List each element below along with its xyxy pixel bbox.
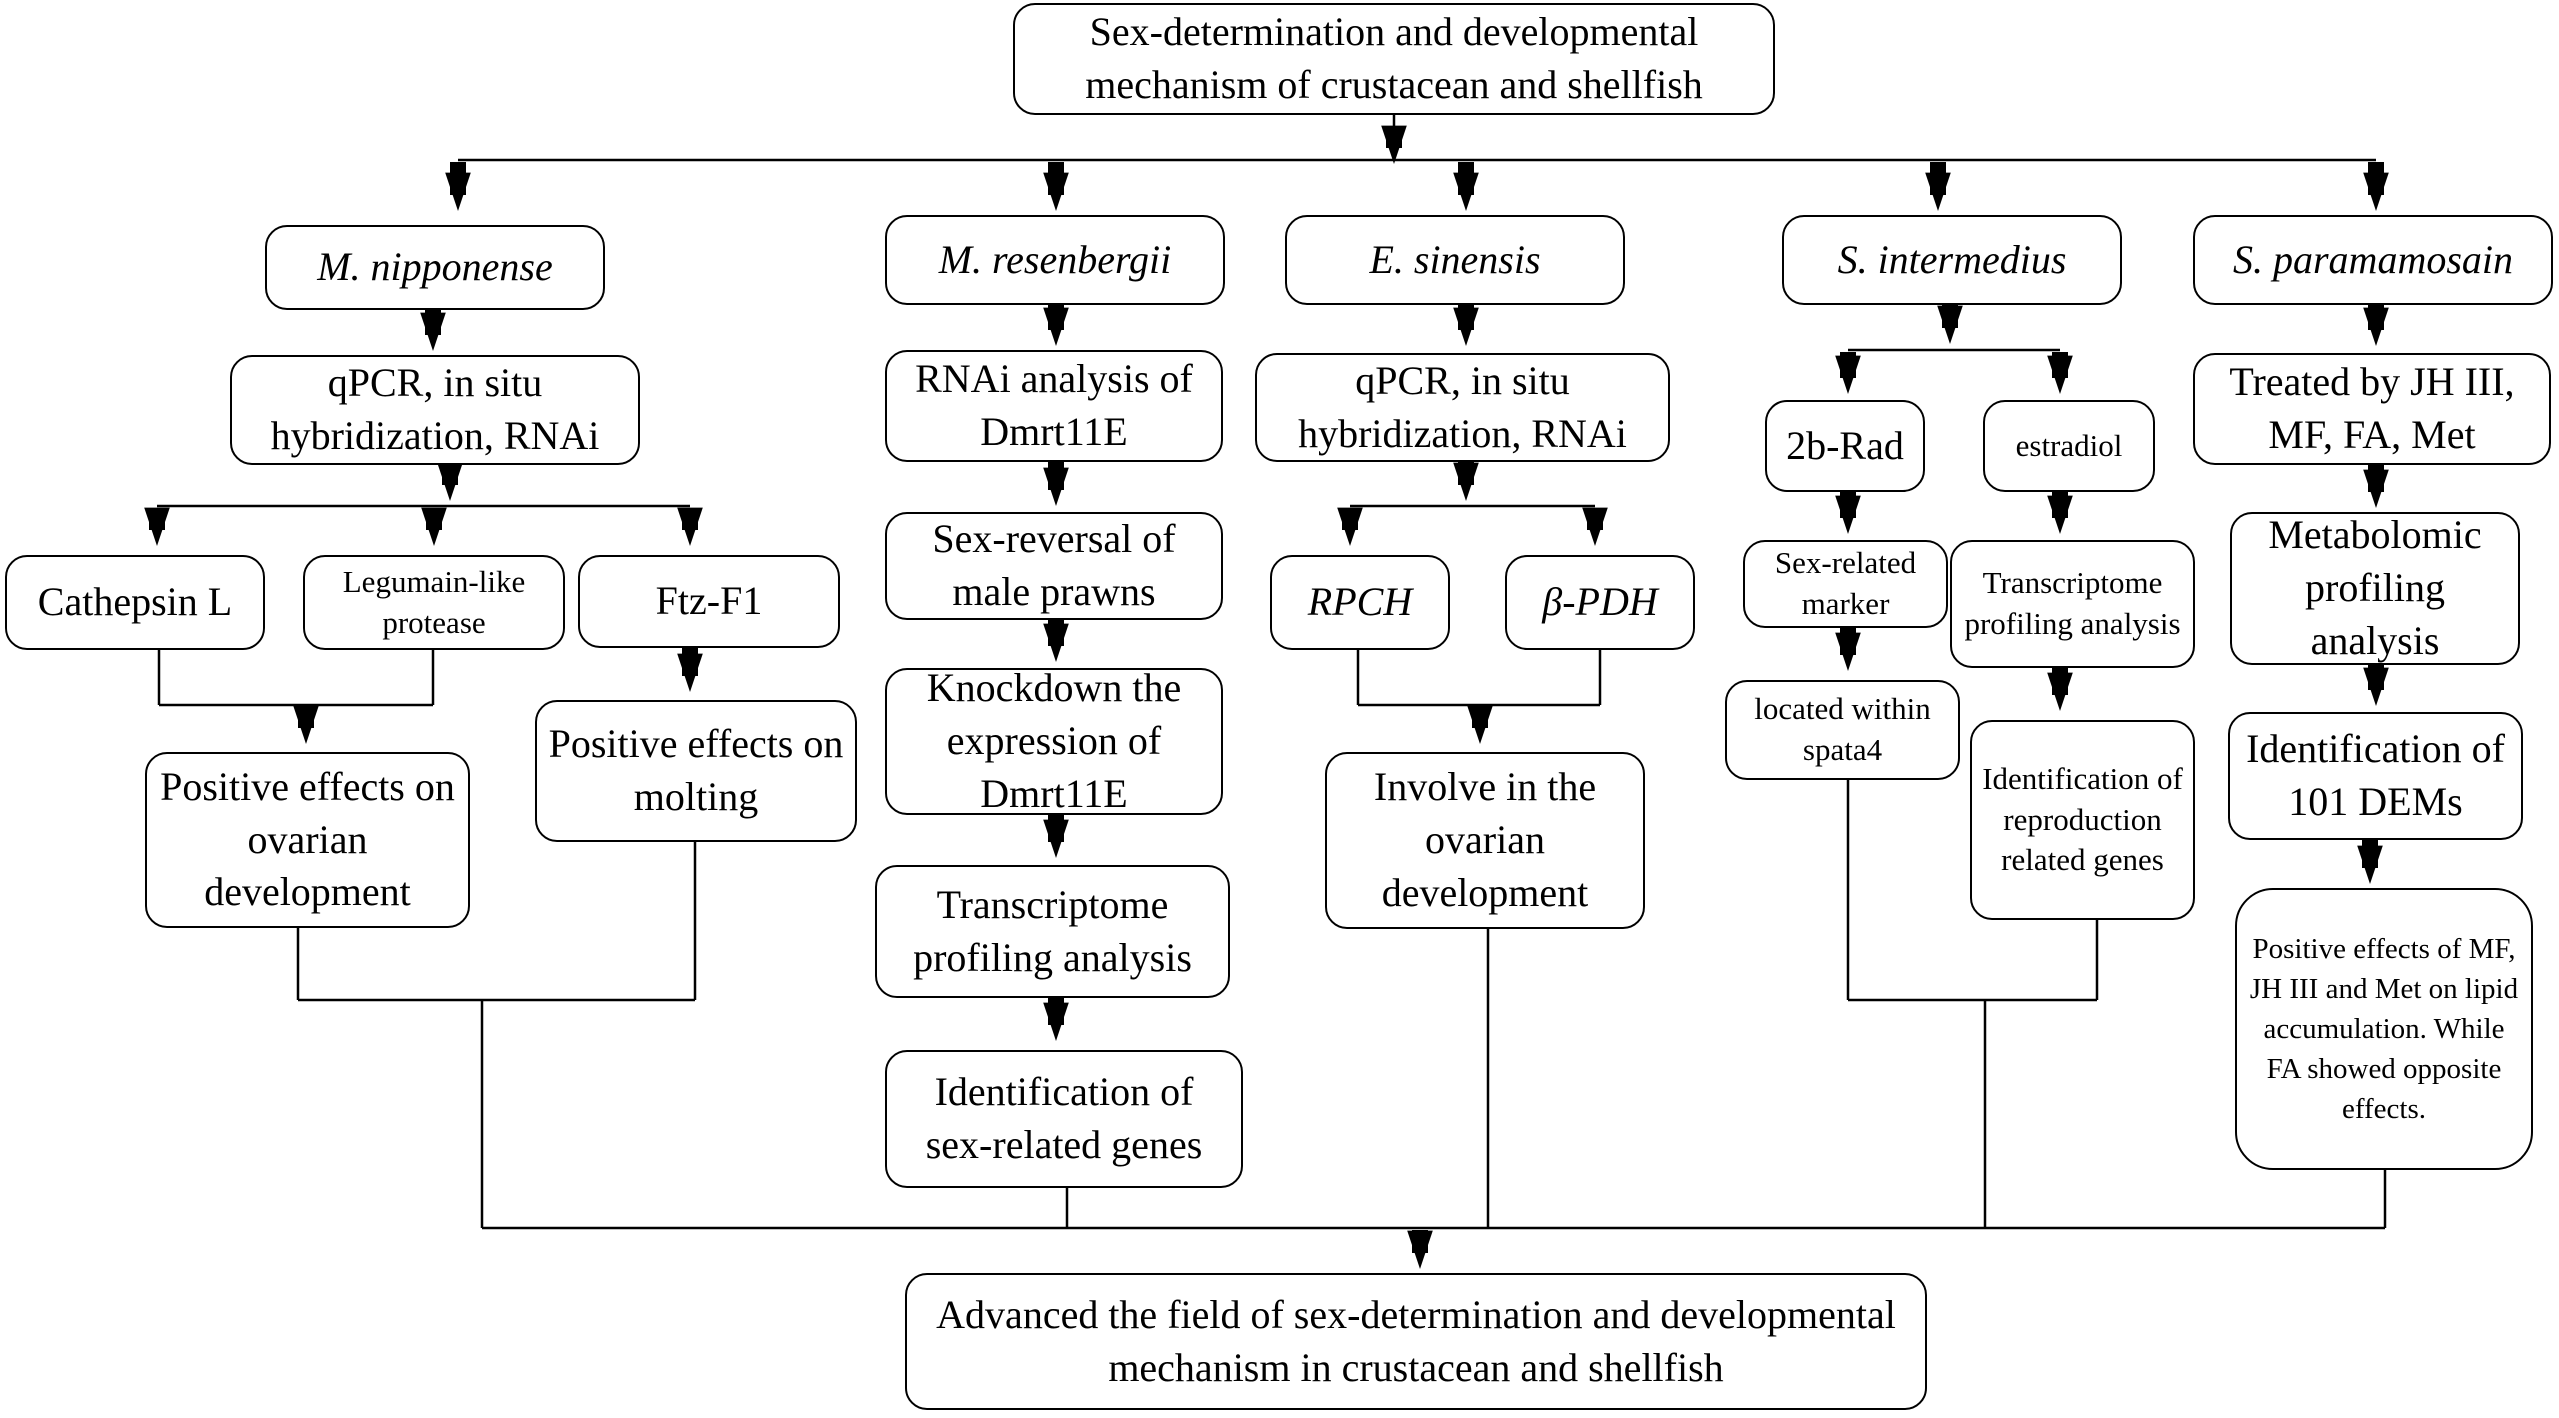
species-resenbergii: M. resenbergii xyxy=(885,215,1225,305)
intermedius-transcriptome-label: Transcriptome profiling analysis xyxy=(1964,565,2181,641)
species-nipponense-label: M. nipponense xyxy=(317,244,553,290)
species-intermedius: S. intermedius xyxy=(1782,215,2122,305)
resenbergii-step-knockdown: Knockdown the expression of Dmrt11E xyxy=(885,665,1223,816)
intermedius-sex-marker: Sex-related marker xyxy=(1743,540,1948,628)
resenbergii-step-sex-reversal: Sex-reversal of male prawns xyxy=(885,512,1223,620)
resenbergii-step-rnai-label: RNAi analysis of Dmrt11E xyxy=(915,356,1193,454)
nipponense-molting-effect-label: Positive effects on molting xyxy=(548,721,844,819)
resenbergii-step-transcriptome: Transcriptome profiling analysis xyxy=(875,865,1230,998)
species-sinensis: E. sinensis xyxy=(1285,215,1625,305)
gene-cathepsin-l: Cathepsin L xyxy=(5,555,265,650)
species-intermedius-label: S. intermedius xyxy=(1837,236,2067,282)
paramamosain-positive-effects-label: Positive effects of MF, JH III and Met o… xyxy=(2249,932,2519,1126)
paramamosain-identification: Identification of 101 DEMs xyxy=(2228,712,2523,840)
gene-rpch: RPCH xyxy=(1270,555,1450,650)
species-nipponense: M. nipponense xyxy=(265,225,605,310)
gene-ftz-f1: Ftz-F1 xyxy=(578,555,840,648)
thin-lines xyxy=(157,115,2387,1230)
gene-legumain: Legumain-like protease xyxy=(303,555,565,650)
intermedius-spata4: located within spata4 xyxy=(1725,680,1960,780)
resenbergii-step-knockdown-label: Knockdown the expression of Dmrt11E xyxy=(926,665,1182,816)
species-paramamosain-label: S. paramamosain xyxy=(2232,236,2514,282)
resenbergii-step-transcriptome-label: Transcriptome profiling analysis xyxy=(913,881,1192,980)
paramamosain-identification-label: Identification of 101 DEMs xyxy=(2246,726,2505,824)
resenbergii-step-identification-label: Identification of sex-related genes xyxy=(925,1069,1203,1167)
conclusion-text: Advanced the field of sex-determination … xyxy=(936,1291,1896,1390)
nipponense-ovarian-effect: Positive effects on ovarian development xyxy=(145,752,470,928)
gene-ftz-f1-label: Ftz-F1 xyxy=(655,578,763,624)
sinensis-method-box: qPCR, in situ hybridization, RNAi xyxy=(1255,353,1670,462)
arrows xyxy=(144,125,2389,1270)
sinensis-method-label: qPCR, in situ hybridization, RNAi xyxy=(1298,357,1627,456)
paramamosain-treated: Treated by JH III, MF, FA, Met xyxy=(2193,353,2551,465)
nipponense-method-label: qPCR, in situ hybridization, RNAi xyxy=(270,360,600,458)
intermedius-estradiol-label: estradiol xyxy=(2015,427,2123,463)
gene-beta-pdh: β-PDH xyxy=(1505,555,1695,650)
species-sinensis-label: E. sinensis xyxy=(1369,236,1541,282)
resenbergii-step-sex-reversal-label: Sex-reversal of male prawns xyxy=(932,516,1176,614)
conclusion-box: Advanced the field of sex-determination … xyxy=(905,1273,1927,1410)
intermedius-identification-label: Identification of reproduction related g… xyxy=(1982,760,2183,878)
sinensis-ovarian-effect: Involve in the ovarian development xyxy=(1325,752,1645,929)
paramamosain-metabolomic: Metabolomic profiling analysis xyxy=(2230,512,2520,665)
gene-rpch-label: RPCH xyxy=(1307,579,1413,625)
intermedius-sex-marker-label: Sex-related marker xyxy=(1774,545,1917,621)
paramamosain-treated-label: Treated by JH III, MF, FA, Met xyxy=(2229,359,2515,457)
intermedius-estradiol: estradiol xyxy=(1983,400,2155,492)
intermedius-2b-rad-label: 2b-Rad xyxy=(1786,422,1904,468)
nipponense-molting-effect: Positive effects on molting xyxy=(535,700,857,842)
resenbergii-step-rnai: RNAi analysis of Dmrt11E xyxy=(885,350,1223,462)
resenbergii-step-identification: Identification of sex-related genes xyxy=(885,1050,1243,1188)
intermedius-spata4-label: located within spata4 xyxy=(1754,691,1931,767)
nipponense-method-box: qPCR, in situ hybridization, RNAi xyxy=(230,355,640,465)
nipponense-ovarian-effect-label: Positive effects on ovarian development xyxy=(160,763,455,915)
gene-cathepsin-l-label: Cathepsin L xyxy=(37,579,233,625)
paramamosain-metabolomic-label: Metabolomic profiling analysis xyxy=(2268,512,2482,663)
species-paramamosain: S. paramamosain xyxy=(2193,215,2553,305)
intermedius-transcriptome: Transcriptome profiling analysis xyxy=(1950,540,2195,668)
species-resenbergii-label: M. resenbergii xyxy=(938,236,1172,282)
intermedius-identification: Identification of reproduction related g… xyxy=(1970,720,2195,920)
intermedius-2b-rad: 2b-Rad xyxy=(1765,400,1925,492)
root-text: Sex-determination and developmental mech… xyxy=(1085,9,1703,107)
gene-beta-pdh-label: β-PDH xyxy=(1542,579,1658,625)
root-box: Sex-determination and developmental mech… xyxy=(1013,3,1775,115)
sinensis-ovarian-effect-label: Involve in the ovarian development xyxy=(1373,764,1597,915)
gene-legumain-label: Legumain-like protease xyxy=(342,563,526,640)
paramamosain-positive-effects: Positive effects of MF, JH III and Met o… xyxy=(2235,888,2533,1170)
